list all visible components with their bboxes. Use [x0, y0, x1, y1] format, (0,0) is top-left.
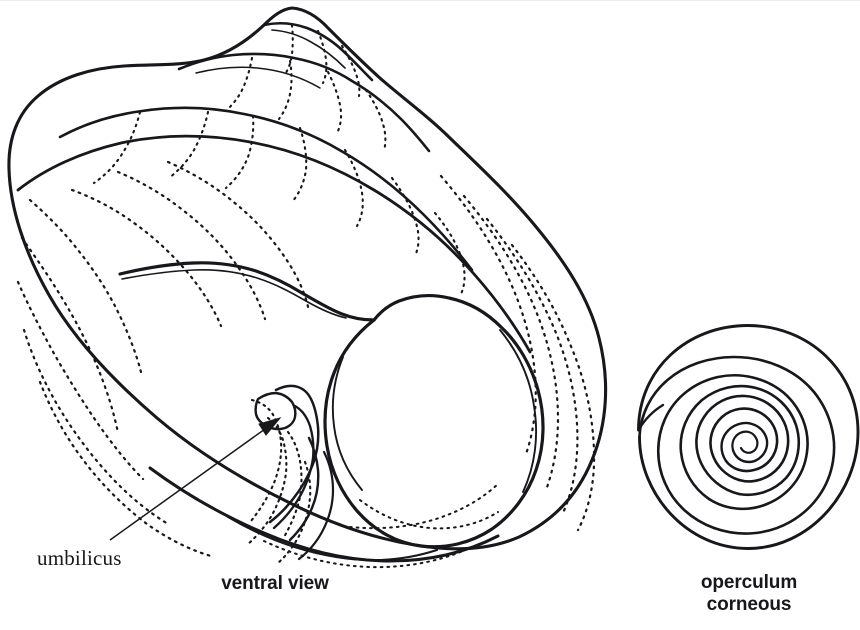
- leader-line: [109, 423, 273, 541]
- suture-whorl-1: [262, 22, 374, 82]
- operculum-corneous: [637, 324, 860, 550]
- umbilicus-leader: [109, 417, 282, 541]
- aperture-outline: [323, 294, 545, 549]
- umbilicus-chink: [254, 391, 297, 431]
- operculum-outer-ring: [637, 324, 860, 550]
- columella-fold-1: [268, 384, 320, 524]
- operculum-spiral-turn-1: [638, 355, 836, 535]
- shell-ventral-view: [7, 6, 608, 569]
- growth-lines-body-whorl: [16, 160, 311, 558]
- operculum-label: operculum corneous: [701, 572, 797, 616]
- growth-lines-spire: [92, 23, 466, 296]
- parietal-wall-edge-inner: [121, 269, 347, 319]
- columella-fold-3: [288, 436, 320, 542]
- umbilicus-label: umbilicus: [37, 546, 122, 570]
- spire-ridge-b: [195, 66, 321, 89]
- columella-fold-2: [272, 404, 315, 530]
- operculum-spiral-turn-3: [679, 384, 800, 501]
- operculum-spiral-turn-2: [657, 373, 809, 530]
- basal-lip-inner: [227, 516, 438, 562]
- suture-whorl-3: [58, 106, 474, 272]
- operculum-nucleus: [731, 430, 759, 454]
- parietal-wall-edge: [118, 261, 376, 322]
- aperture-base-dots: [359, 499, 499, 530]
- basal-lip-dots: [263, 483, 499, 569]
- operculum-spiral-turn-4: [695, 394, 790, 496]
- suture-whorl-4: [16, 134, 532, 354]
- operculum-spiral-turn-5: [709, 407, 779, 482]
- operculum-outer-notch: [637, 403, 665, 432]
- aperture-inner-lip: [331, 356, 363, 491]
- top-hairline: [0, 0, 860, 1]
- columella-fold-4: [297, 450, 335, 561]
- basal-lip-outer: [148, 466, 500, 563]
- leader-arrowhead: [258, 417, 282, 436]
- operculum-label-line1: operculum: [700, 572, 798, 593]
- operculum-spiral-turn-6: [720, 421, 769, 464]
- shell-outline: [7, 6, 608, 551]
- operculum-label-line2: corneous: [706, 594, 792, 615]
- aperture-outer-lip-shadow: [499, 329, 538, 493]
- growth-lines-right-body: [439, 174, 596, 532]
- suture-whorl-2: [177, 52, 431, 153]
- ventral-view-label: ventral view: [221, 573, 329, 594]
- spire-ridge-a: [271, 29, 346, 69]
